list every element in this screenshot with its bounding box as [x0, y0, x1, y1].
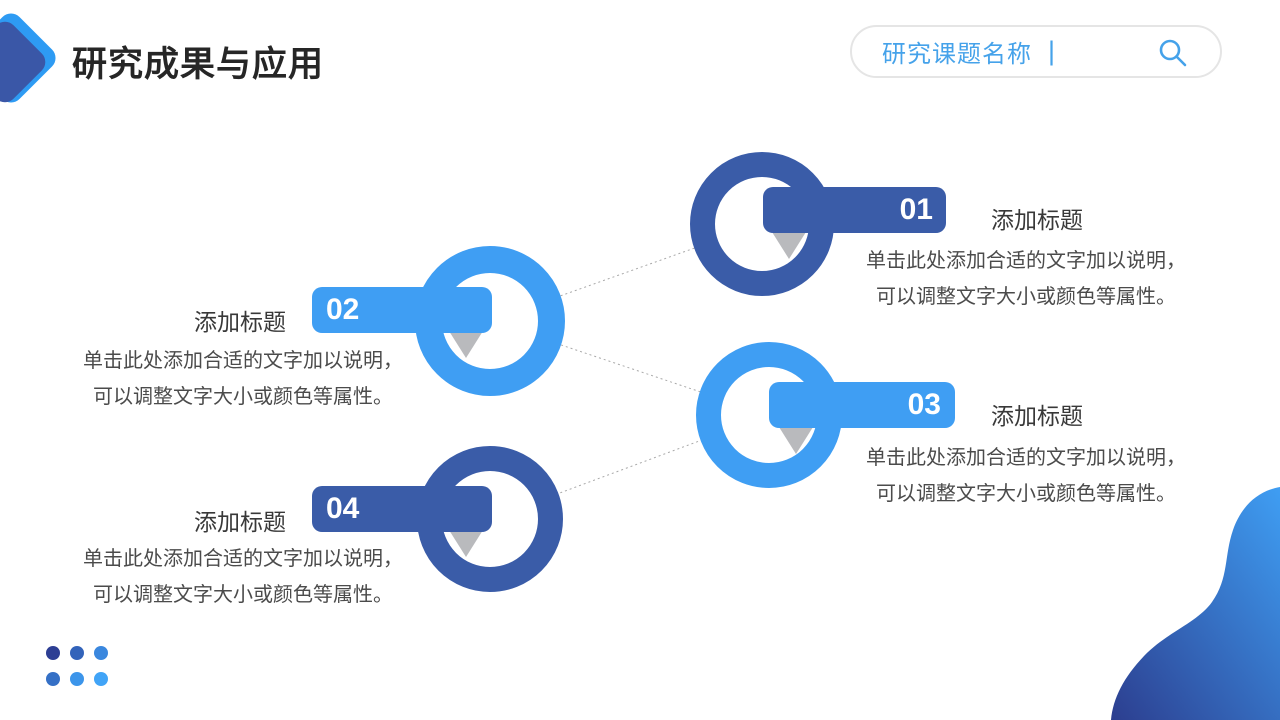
dot-decoration [70, 672, 84, 686]
description-line: 可以调整文字大小或颜色等属性。 [876, 483, 1176, 505]
step-number-banner-4: 04 [312, 486, 492, 532]
description-line: 可以调整文字大小或颜色等属性。 [93, 584, 393, 606]
page-title: 研究成果与应用 [72, 45, 325, 84]
dot-decoration [46, 672, 60, 686]
step-title-1: 添加标题 [991, 207, 1083, 233]
dot-decoration [94, 672, 108, 686]
description-line: 单击此处添加合适的文字加以说明， [866, 447, 1186, 469]
step-title-4: 添加标题 [194, 509, 286, 535]
dot-decoration [46, 646, 60, 660]
step-description-1: 单击此处添加合适的文字加以说明， 可以调整文字大小或颜色等属性。 [834, 243, 1218, 315]
step-title-3: 添加标题 [991, 403, 1083, 429]
description-line: 单击此处添加合适的文字加以说明， [83, 548, 403, 570]
step-description-2: 单击此处添加合适的文字加以说明， 可以调整文字大小或颜色等属性。 [51, 343, 435, 415]
description-line: 可以调整文字大小或颜色等属性。 [876, 286, 1176, 308]
step-number-banner-3: 03 [769, 382, 955, 428]
description-line: 可以调整文字大小或颜色等属性。 [93, 386, 393, 408]
step-number: 03 [907, 388, 941, 421]
search-icon[interactable] [1158, 38, 1188, 68]
dot-decoration [94, 646, 108, 660]
search-box[interactable]: 研究课题名称 | [850, 25, 1222, 78]
step-description-3: 单击此处添加合适的文字加以说明， 可以调整文字大小或颜色等属性。 [834, 440, 1218, 512]
step-title-2: 添加标题 [194, 309, 286, 335]
description-line: 单击此处添加合适的文字加以说明， [83, 350, 403, 372]
step-number: 02 [326, 293, 360, 326]
step-number: 01 [899, 193, 933, 226]
corner-blob-decoration [1111, 487, 1280, 720]
text-cursor: | [1048, 36, 1056, 66]
step-description-4: 单击此处添加合适的文字加以说明， 可以调整文字大小或颜色等属性。 [51, 541, 435, 613]
description-line: 单击此处添加合适的文字加以说明， [866, 250, 1186, 272]
step-number: 04 [326, 492, 360, 525]
dot-decoration [70, 646, 84, 660]
step-number-banner-1: 01 [763, 187, 946, 233]
search-input-text: 研究课题名称 [882, 41, 1032, 68]
step-number-banner-2: 02 [312, 287, 492, 333]
